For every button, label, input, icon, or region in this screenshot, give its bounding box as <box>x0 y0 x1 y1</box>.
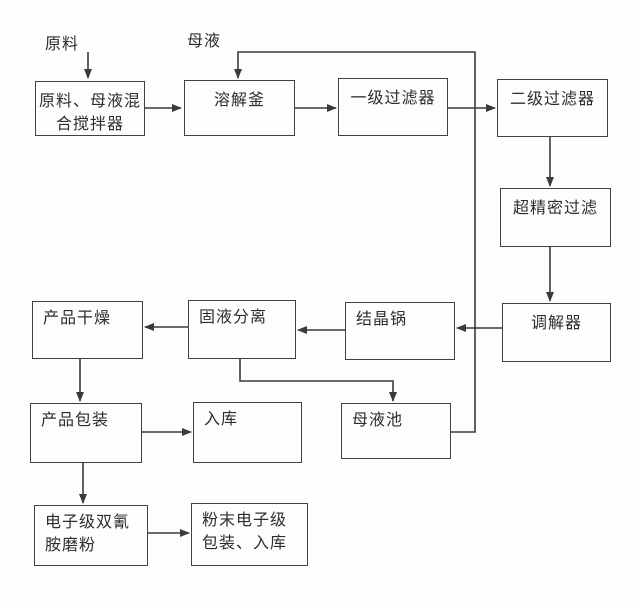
node-packaging: 产品包装 <box>30 403 142 463</box>
node-separation: 固液分离 <box>188 300 296 359</box>
node-ultra-filter: 超精密过滤 <box>500 188 611 247</box>
node-powder-pack: 粉末电子级 包装、入库 <box>191 503 308 566</box>
node-grinding: 电子级双氰 胺磨粉 <box>34 505 148 566</box>
node-dissolver: 溶解釜 <box>184 80 295 136</box>
node-liquor-pool: 母液池 <box>341 403 451 459</box>
node-filter2: 二级过滤器 <box>497 79 608 137</box>
node-warehouse: 入库 <box>193 402 302 463</box>
connector-liquorpool-recycle-to-dissolver <box>234 51 476 433</box>
node-regulator: 调解器 <box>502 303 611 362</box>
node-drying: 产品干燥 <box>32 301 143 359</box>
node-filter1: 一级过滤器 <box>338 78 448 136</box>
connector-separation-to-liquorpool <box>239 359 397 402</box>
node-mixer: 原料、母液混 合搅拌器 <box>35 81 145 136</box>
label-mother-liquor: 母液 <box>187 33 222 50</box>
label-raw-material: 原料 <box>45 36 80 53</box>
node-crystallizer: 结晶锅 <box>345 302 455 360</box>
